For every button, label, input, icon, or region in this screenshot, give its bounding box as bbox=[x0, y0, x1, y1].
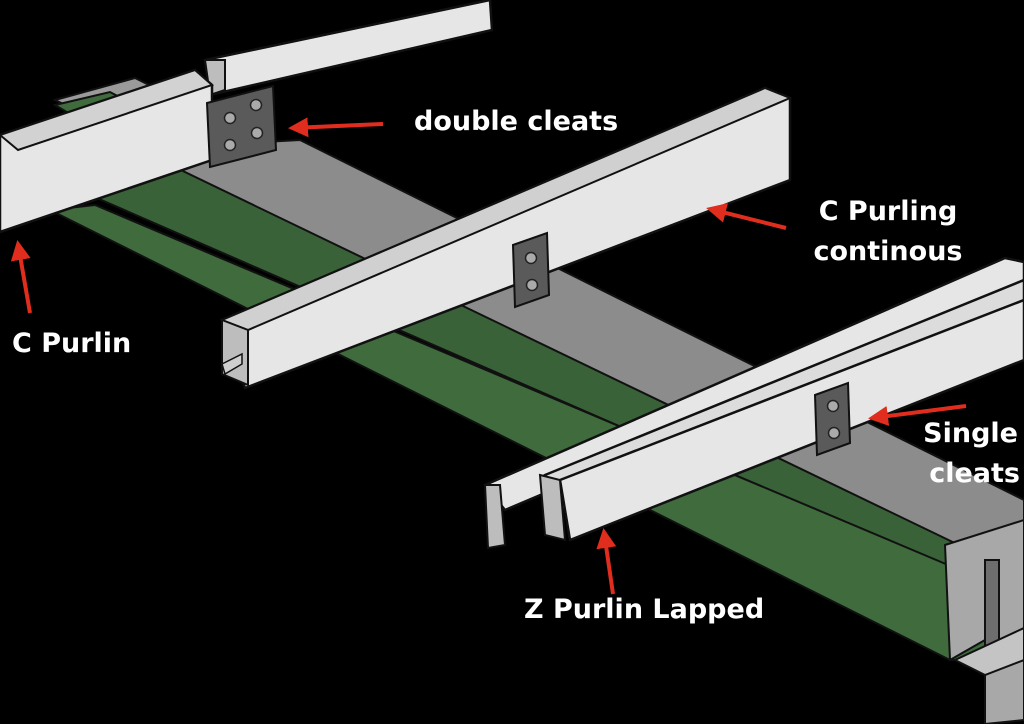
single-cleats-arrow bbox=[868, 404, 967, 426]
bolt-hole bbox=[249, 98, 263, 112]
middle-cleat bbox=[511, 231, 551, 309]
bolt-hole bbox=[223, 111, 237, 125]
z-purlin-label: Z Purlin Lapped bbox=[524, 594, 765, 625]
bolt-hole bbox=[524, 251, 538, 265]
upper-purlin bbox=[203, 0, 494, 97]
bolt-hole bbox=[826, 399, 840, 413]
middle-c-purlin bbox=[219, 86, 793, 390]
single-cleats-label-line2: cleats bbox=[929, 458, 1020, 489]
double-cleats-arrow bbox=[288, 117, 384, 138]
bolt-hole bbox=[223, 138, 237, 152]
bolt-hole bbox=[827, 426, 841, 440]
double-cleats-label: double cleats bbox=[414, 106, 619, 137]
right-cleat bbox=[813, 381, 852, 457]
bolt-hole bbox=[525, 278, 539, 292]
z-purlin-lapped bbox=[483, 256, 1024, 550]
c-purling-label-line2: continous bbox=[813, 236, 963, 267]
c-purlin-label: C Purlin bbox=[12, 328, 132, 359]
c-purling-label-line1: C Purling bbox=[818, 196, 958, 227]
single-cleats-label-line1: Single bbox=[923, 418, 1018, 449]
double-cleats bbox=[205, 84, 278, 169]
z-purlin-arrow bbox=[596, 528, 617, 595]
bolt-hole bbox=[250, 126, 264, 140]
c-purlin-arrow bbox=[10, 240, 32, 314]
c-purling-arrow bbox=[706, 203, 787, 230]
